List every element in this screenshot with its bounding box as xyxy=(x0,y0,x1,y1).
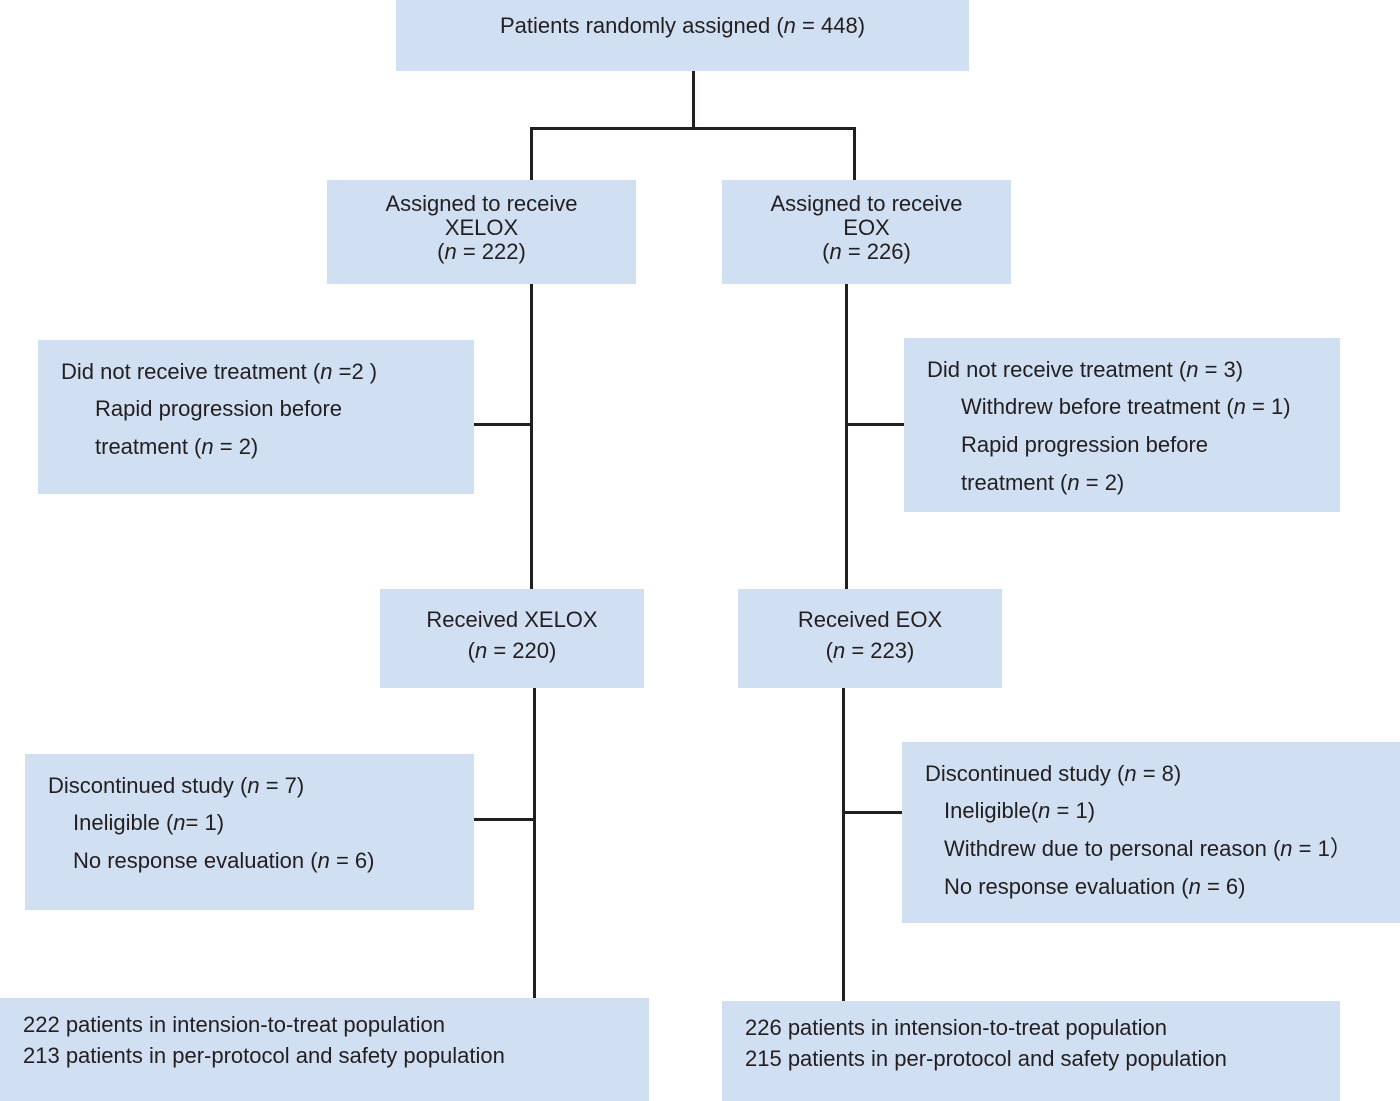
eox-final-population-box: 226 patients in intension-to-treat popul… xyxy=(722,1001,1340,1101)
xelox-received-box: Received XELOX (n = 220) xyxy=(380,589,644,688)
xelox-assigned-box: Assigned to receive XELOX (n = 222) xyxy=(327,180,636,284)
xelox-assigned-count: (n = 222) xyxy=(437,239,526,264)
xelox-final-population-box: 222 patients in intension-to-treat popul… xyxy=(0,998,649,1101)
eox-discontinued-heading: Discontinued study (n = 8) xyxy=(925,761,1182,786)
eox-discontinued-ineligible: Ineligible(n = 1) xyxy=(944,798,1096,823)
connector-right-branch-2 xyxy=(842,811,902,814)
xelox-pp-safety-population: 213 patients in per-protocol and safety … xyxy=(23,1043,505,1068)
eox-assigned-line2: EOX xyxy=(843,215,890,240)
eox-itt-population: 226 patients in intension-to-treat popul… xyxy=(745,1015,1167,1040)
connector-top-stem xyxy=(692,71,695,129)
connector-right-branch-1 xyxy=(845,423,904,426)
connector-left-trunk-2 xyxy=(533,687,536,998)
randomized-text: Patients randomly assigned (n = 448) xyxy=(499,13,866,38)
eox-received-count: (n = 223) xyxy=(825,638,915,663)
xelox-discontinued-heading: Discontinued study (n = 7) xyxy=(48,773,305,798)
xelox-itt-population: 222 patients in intension-to-treat popul… xyxy=(23,1012,445,1037)
xelox-received-label: Received XELOX xyxy=(426,607,598,632)
connector-left-branch-2 xyxy=(474,818,535,821)
xelox-no-treatment-reason-line1: Rapid progression before xyxy=(95,396,343,421)
eox-assigned-line1: Assigned to receive xyxy=(770,191,963,216)
eox-no-treatment-reason-progression-line2: treatment (n = 2) xyxy=(961,470,1125,495)
connector-left-branch-1 xyxy=(474,423,532,426)
eox-received-box: Received EOX (n = 223) xyxy=(738,589,1002,688)
connector-right-trunk-1 xyxy=(845,284,848,589)
eox-discontinued-no-response: No response evaluation (n = 6) xyxy=(944,874,1246,899)
connector-right-drop xyxy=(853,127,856,181)
eox-no-treatment-box: Did not receive treatment (n = 3) Withdr… xyxy=(904,338,1340,512)
xelox-received-count: (n = 220) xyxy=(467,638,557,663)
xelox-no-treatment-heading: Did not receive treatment (n =2 ) xyxy=(61,359,378,384)
connector-right-trunk-2 xyxy=(842,687,845,1002)
eox-assigned-box: Assigned to receive EOX (n = 226) xyxy=(722,180,1011,284)
xelox-assigned-line2: XELOX xyxy=(444,215,519,240)
eox-discontinued-box: Discontinued study (n = 8) Ineligible(n … xyxy=(902,742,1400,923)
eox-assigned-count: (n = 226) xyxy=(822,239,911,264)
eox-no-treatment-reason-progression-line1: Rapid progression before xyxy=(961,432,1209,457)
eox-pp-safety-population: 215 patients in per-protocol and safety … xyxy=(745,1046,1227,1071)
xelox-discontinued-ineligible: Ineligible (n= 1) xyxy=(73,810,225,835)
xelox-no-treatment-reason-line2: treatment (n = 2) xyxy=(95,434,259,459)
eox-discontinued-personal-reason: Withdrew due to personal reason (n = 1） xyxy=(944,836,1352,861)
eox-no-treatment-heading: Did not receive treatment (n = 3) xyxy=(927,357,1244,382)
xelox-discontinued-no-response: No response evaluation (n = 6) xyxy=(73,848,375,873)
connector-split-horizontal xyxy=(530,127,856,130)
eox-received-label: Received EOX xyxy=(797,607,943,632)
eox-no-treatment-reason-withdrew: Withdrew before treatment (n = 1) xyxy=(961,394,1291,419)
xelox-no-treatment-box: Did not receive treatment (n =2 ) Rapid … xyxy=(38,340,474,494)
xelox-assigned-line1: Assigned to receive xyxy=(385,191,578,216)
xelox-discontinued-box: Discontinued study (n = 7) Ineligible (n… xyxy=(25,754,474,910)
randomized-box: Patients randomly assigned (n = 448) xyxy=(396,0,969,71)
connector-left-drop xyxy=(530,127,533,181)
connector-left-trunk-1 xyxy=(530,284,533,589)
